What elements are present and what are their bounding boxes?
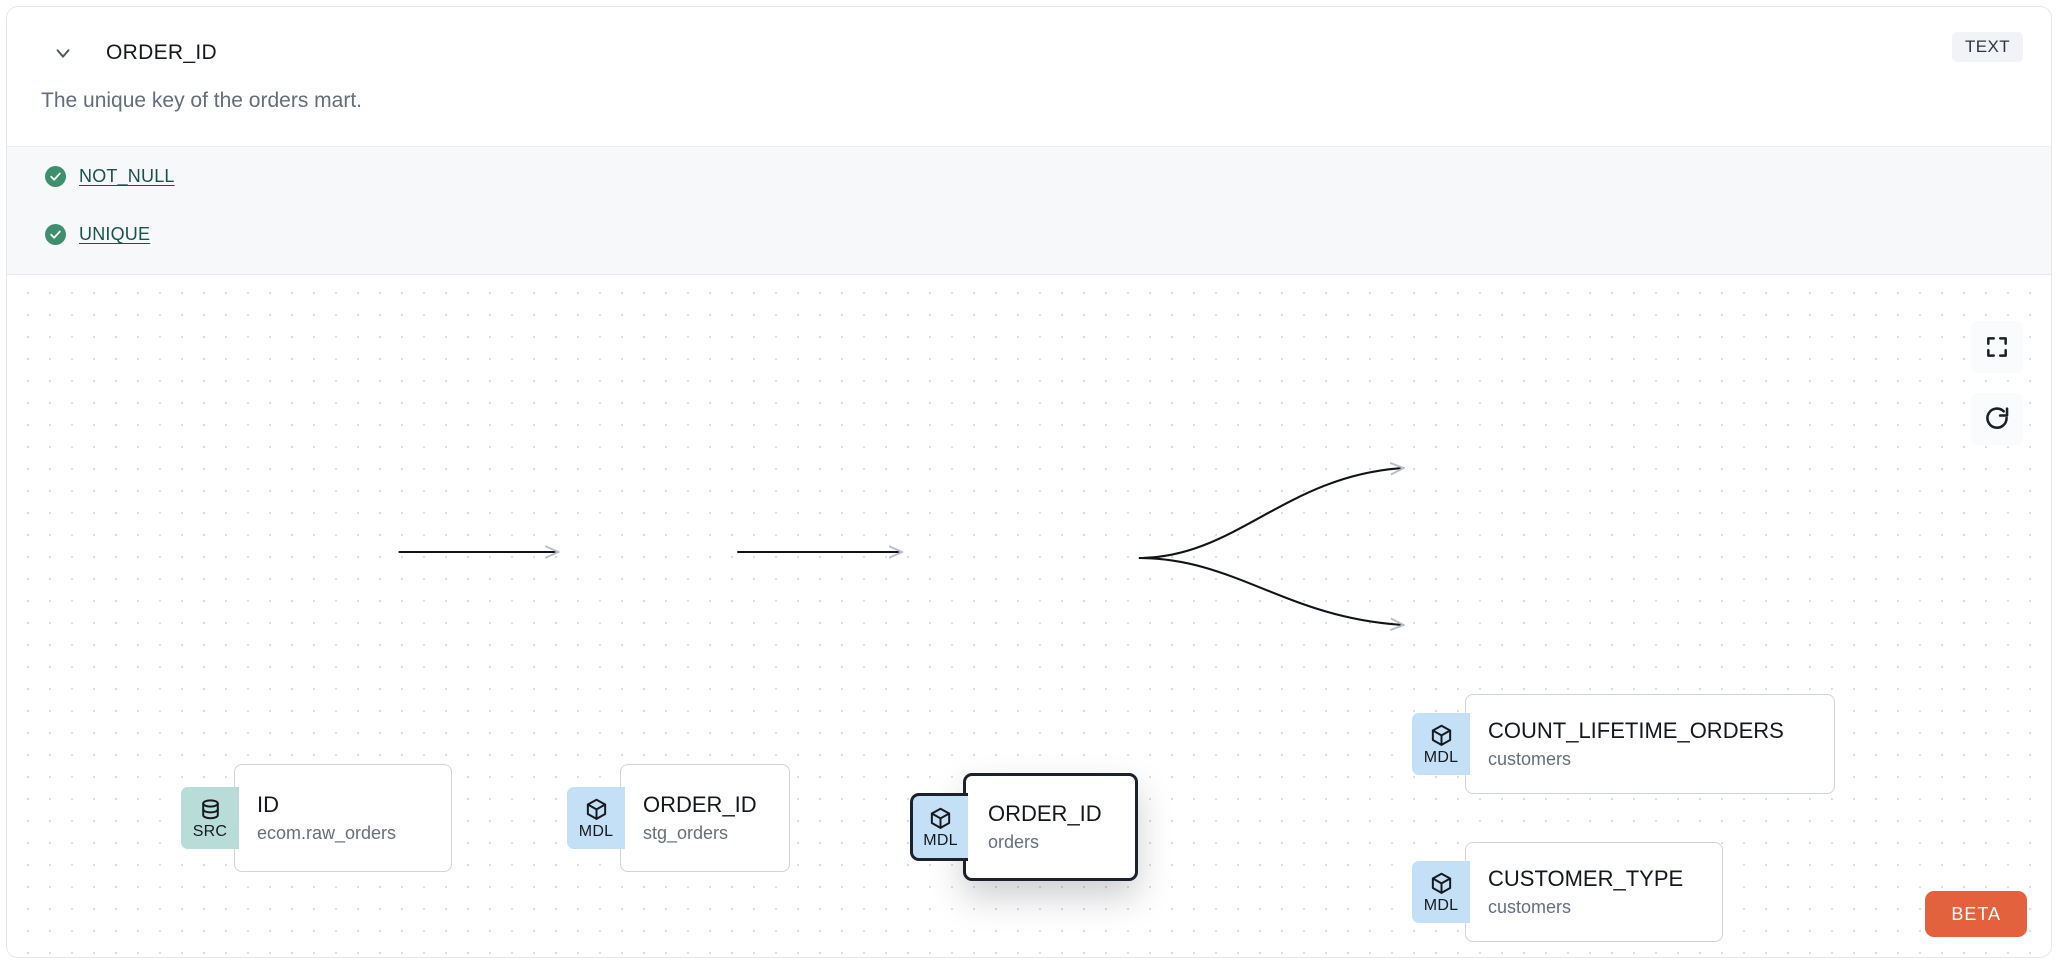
edge-orders-to-count bbox=[1138, 468, 1404, 560]
node-column-name: CUSTOMER_TYPE bbox=[1488, 866, 1684, 891]
node-model-name: customers bbox=[1488, 749, 1572, 769]
beta-badge[interactable]: BETA bbox=[1925, 891, 2027, 937]
check-circle-icon bbox=[45, 223, 66, 245]
node-model-name: customers bbox=[1488, 897, 1572, 917]
node-model-name: orders bbox=[988, 832, 1040, 852]
fit-view-icon[interactable] bbox=[1971, 321, 2023, 373]
node-type-badge-mdl: MDL bbox=[1412, 861, 1470, 923]
lineage-graph-canvas[interactable]: SRC ID ecom.raw_orders MDL ORDE bbox=[7, 275, 2051, 957]
node-body: ORDER_ID orders bbox=[963, 773, 1138, 881]
test-link-not-null[interactable]: NOT_NULL bbox=[79, 166, 175, 186]
badge-label: MDL bbox=[1423, 896, 1459, 914]
column-description: The unique key of the orders mart. bbox=[41, 89, 362, 112]
lineage-node-src-id[interactable]: SRC ID ecom.raw_orders bbox=[181, 764, 452, 872]
lineage-node-orders-order-id-selected[interactable]: MDL ORDER_ID orders bbox=[910, 773, 1138, 881]
test-row[interactable]: UNIQUE bbox=[45, 221, 150, 247]
column-type-badge: TEXT bbox=[1951, 32, 2023, 62]
node-model-name: stg_orders bbox=[643, 823, 729, 843]
lineage-node-count-lifetime-orders[interactable]: MDL COUNT_LIFETIME_ORDERS customers bbox=[1412, 694, 1835, 794]
edge-orders-to-cust bbox=[1138, 556, 1404, 625]
node-body: ID ecom.raw_orders bbox=[234, 764, 452, 872]
test-row[interactable]: NOT_NULL bbox=[45, 163, 175, 189]
node-model-name: ecom.raw_orders bbox=[257, 823, 397, 843]
node-type-badge-mdl: MDL bbox=[1412, 713, 1470, 775]
database-icon bbox=[198, 797, 223, 822]
node-column-name: ID bbox=[257, 792, 279, 817]
node-column-name: ORDER_ID bbox=[988, 801, 1102, 826]
chevron-down-icon[interactable] bbox=[47, 37, 79, 69]
node-type-badge-mdl: MDL bbox=[910, 793, 968, 861]
cube-icon bbox=[1429, 871, 1454, 896]
card-header: ORDER_ID TEXT The unique key of the orde… bbox=[7, 7, 2051, 147]
refresh-icon[interactable] bbox=[1971, 393, 2023, 445]
badge-label: MDL bbox=[923, 831, 958, 849]
test-link-unique[interactable]: UNIQUE bbox=[79, 224, 151, 244]
column-detail-card: ORDER_ID TEXT The unique key of the orde… bbox=[6, 6, 2052, 958]
badge-label: MDL bbox=[1423, 748, 1459, 766]
page-title: ORDER_ID bbox=[106, 41, 217, 64]
node-body: ORDER_ID stg_orders bbox=[620, 764, 790, 872]
cube-icon bbox=[928, 806, 953, 831]
check-circle-icon bbox=[45, 165, 66, 187]
cube-icon bbox=[1429, 723, 1454, 748]
lineage-node-stg-order-id[interactable]: MDL ORDER_ID stg_orders bbox=[567, 764, 790, 872]
lineage-node-customer-type[interactable]: MDL CUSTOMER_TYPE customers bbox=[1412, 842, 1723, 942]
node-body: COUNT_LIFETIME_ORDERS customers bbox=[1465, 694, 1835, 794]
node-type-badge-src: SRC bbox=[181, 787, 239, 849]
node-body: CUSTOMER_TYPE customers bbox=[1465, 842, 1723, 942]
tests-section: NOT_NULL UNIQUE bbox=[7, 146, 2051, 275]
badge-label: MDL bbox=[578, 822, 614, 840]
node-column-name: ORDER_ID bbox=[643, 792, 757, 817]
node-type-badge-mdl: MDL bbox=[567, 787, 625, 849]
node-column-name: COUNT_LIFETIME_ORDERS bbox=[1488, 718, 1784, 743]
cube-icon bbox=[584, 797, 609, 822]
badge-label: SRC bbox=[192, 822, 228, 840]
